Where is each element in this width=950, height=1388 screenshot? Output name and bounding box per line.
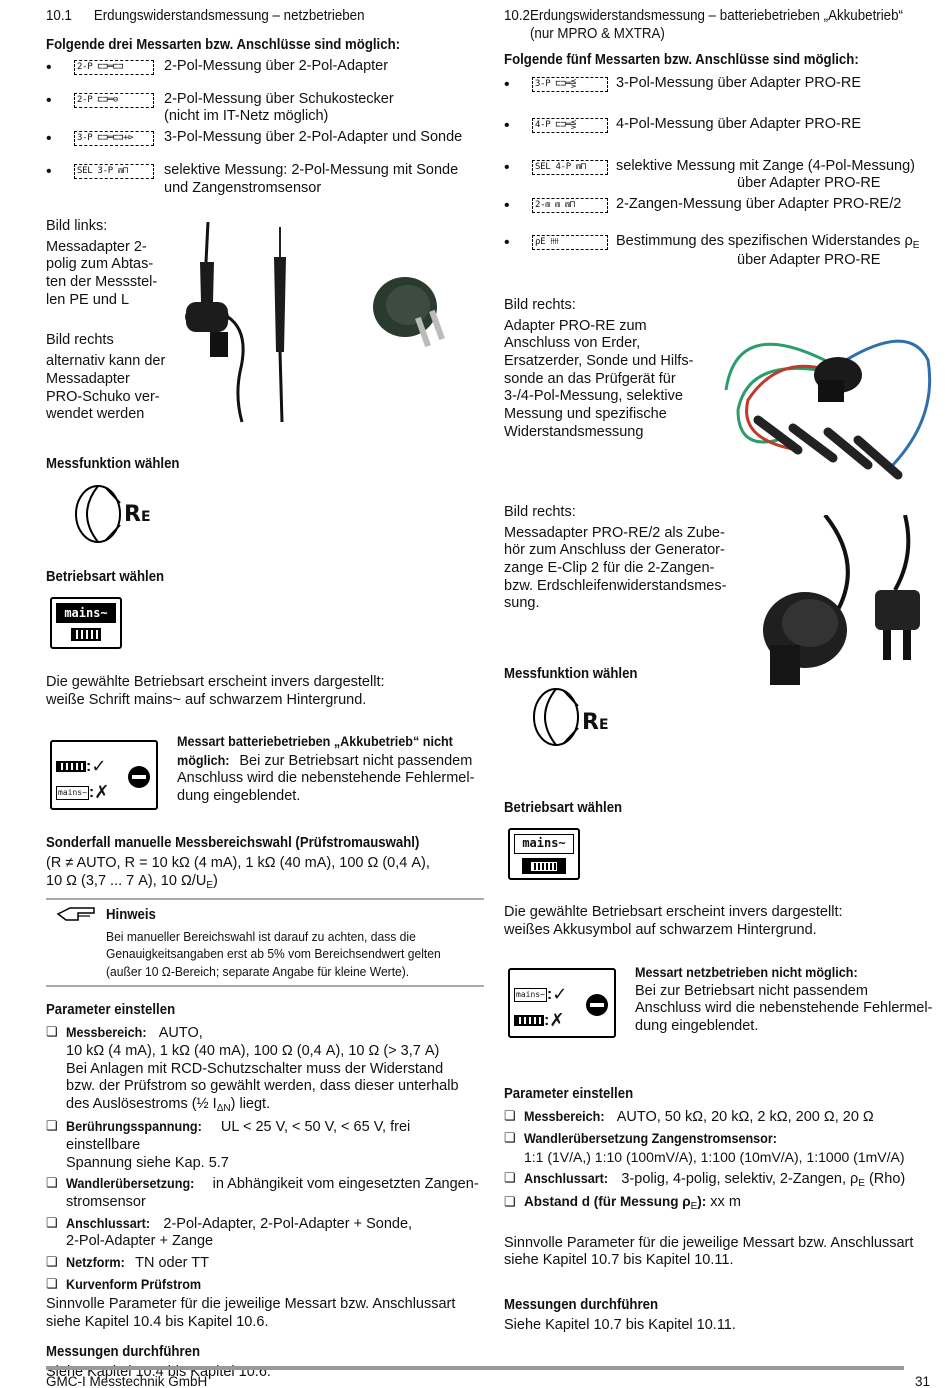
left-func-block: Messfunktion wählen — [46, 455, 484, 551]
connection-icon: 2-P ⊏⊐═⊏⊐ — [74, 59, 154, 75]
connection-icon: SEL 4-P ⩎⊓ — [532, 159, 608, 175]
param-item: ❏Kurvenform Prüfstrom — [46, 1275, 202, 1292]
re-label: RE — [124, 502, 151, 527]
re-label: RE — [582, 710, 609, 735]
error-display-right: mains~ : ✓ : ✗ — [508, 968, 616, 1038]
battery-icon — [56, 761, 86, 773]
stop-icon — [586, 994, 608, 1016]
connection-icon: ρE ⟊⟊⟊⟊ — [532, 234, 608, 250]
connection-icon: 3-P ⊏⊐═⊏⊐+⊳ — [74, 130, 154, 146]
param-item: ❏Abstand d (für Messung ρE): xx m — [504, 1193, 741, 1212]
func-heading: Messfunktion wählen — [46, 455, 180, 472]
page-number: 31 — [914, 1374, 930, 1388]
param-item: ❏Messbereich: AUTO,10 kΩ (4 mA), 1 kΩ (4… — [46, 1024, 459, 1115]
footer-rule — [46, 1366, 904, 1370]
left-params: Parameter einstellen ❏Messbereich: AUTO,… — [46, 1001, 486, 1382]
left-inv-text: Die gewählte Betriebsart erscheint inver… — [46, 674, 385, 708]
probe-adapter-photo — [185, 222, 445, 423]
func-heading-right: Messfunktion wählen — [504, 665, 638, 682]
check-icon: ✓ — [91, 756, 107, 777]
rotary-switch-icon — [533, 688, 579, 746]
stop-icon — [128, 766, 150, 788]
check-icon: ✓ — [552, 984, 568, 1005]
list-item: •SEL 4-P ⩎⊓selektive Messung mit Zange (… — [504, 157, 915, 192]
divider — [46, 898, 484, 900]
mode-display: mains~ — [50, 597, 122, 649]
connection-icon: 3-P ⊏⊐═⋚ — [532, 76, 608, 92]
image-caption-pro-re2: Bild rechts: Messadapter PRO-RE/2 als Zu… — [504, 504, 727, 612]
param-item: ❏Wandlerübersetzung: in Abhängikeit vom … — [46, 1175, 479, 1210]
param-item: ❏Anschlussart: 2-Pol-Adapter, 2-Pol-Adap… — [46, 1214, 413, 1250]
divider — [46, 985, 484, 987]
image-caption-left: Bild links: Messadapter 2- polig zum Abt… — [46, 218, 166, 423]
param-item: ❏Berührungsspannung: UL < 25 V, < 50 V, … — [46, 1118, 411, 1171]
sonder-block: Sonderfall manuelle Messbereichswahl (Pr… — [46, 834, 430, 891]
connection-icon: 4-P ⊏⊐═⋚ — [532, 118, 608, 134]
mode-heading: Betriebsart wählen — [46, 568, 165, 585]
list-item: •3-P ⊏⊐═⊏⊐+⊳3-Pol-Messung über 2-Pol-Ada… — [46, 128, 463, 147]
right-inv-text: Die gewählte Betriebsart erscheint inver… — [504, 904, 843, 938]
mode-heading-right: Betriebsart wählen — [504, 799, 623, 816]
error-text-left: Messart batteriebetrieben „Akkubetrieb“ … — [177, 733, 475, 805]
list-item: •ρE ⟊⟊⟊⟊Bestimmung des spezifischen Wide… — [504, 232, 920, 268]
list-item: •SEL 3-P ⩎⊓selektive Messung: 2-Pol-Mess… — [46, 162, 459, 197]
list-item: •3-P ⊏⊐═⋚3-Pol-Messung über Adapter PRO-… — [504, 74, 861, 93]
list-item: •4-P ⊏⊐═⋚4-Pol-Messung über Adapter PRO-… — [504, 116, 861, 135]
mains-label: mains~ — [514, 834, 574, 854]
battery-icon — [514, 1015, 544, 1027]
battery-inverted — [522, 858, 566, 874]
connection-icon: 2-P ⊏⊐═⊖ — [74, 92, 154, 108]
param-item: ❏Wandlerübersetzung Zangenstromsensor:1:… — [504, 1129, 905, 1165]
param-item: ❏Netzform: TN oder TT — [46, 1254, 209, 1272]
battery-icon — [531, 861, 557, 871]
rotary-switch-icon — [75, 485, 121, 544]
pro-re-adapter-photo — [724, 339, 932, 480]
hinweis-block: Hinweis Bei manueller Bereichswahl ist d… — [106, 906, 441, 979]
battery-icon — [71, 628, 101, 641]
pro-re2-adapter-photo — [763, 515, 920, 685]
list-item: •2-P ⊏⊐═⊖2-Pol-Messung über Schukostecke… — [46, 90, 394, 125]
mode-display-battery: mains~ — [508, 828, 580, 880]
list-item: •2-⩎ ⩎ ⩎⊓2-Zangen-Messung über Adapter P… — [504, 196, 902, 215]
cross-icon: ✗ — [549, 1010, 565, 1031]
options-heading: Folgende drei Messarten bzw. Anschlüsse … — [46, 35, 401, 53]
param-item: ❏Messbereich: AUTO, 50 kΩ, 20 kΩ, 2 kΩ, … — [504, 1108, 874, 1126]
right-params: Parameter einstellen ❏Messbereich: AUTO,… — [504, 1085, 940, 1335]
connection-icon: 2-⩎ ⩎ ⩎⊓ — [532, 198, 608, 214]
footer-company: GMC-I Messtechnik GmbH — [46, 1374, 208, 1388]
list-item: •2-P ⊏⊐═⊏⊐2-Pol-Messung über 2-Pol-Adapt… — [46, 57, 389, 76]
error-display-left: : ✓ mains~ : ✗ — [50, 740, 158, 810]
error-text-right: Messart netzbetrieben nicht möglich: Bei… — [635, 964, 933, 1035]
pointing-hand-icon — [56, 907, 95, 921]
image-caption-pro-re: Bild rechts: Adapter PRO-RE zum Anschlus… — [504, 297, 694, 440]
mains-label-inverted: mains~ — [56, 603, 116, 623]
param-item: ❏Anschlussart: 3-polig, 4-polig, selekti… — [504, 1170, 906, 1190]
cross-icon: ✗ — [94, 782, 110, 803]
connection-icon: SEL 3-P ⩎⊓ — [74, 164, 154, 180]
